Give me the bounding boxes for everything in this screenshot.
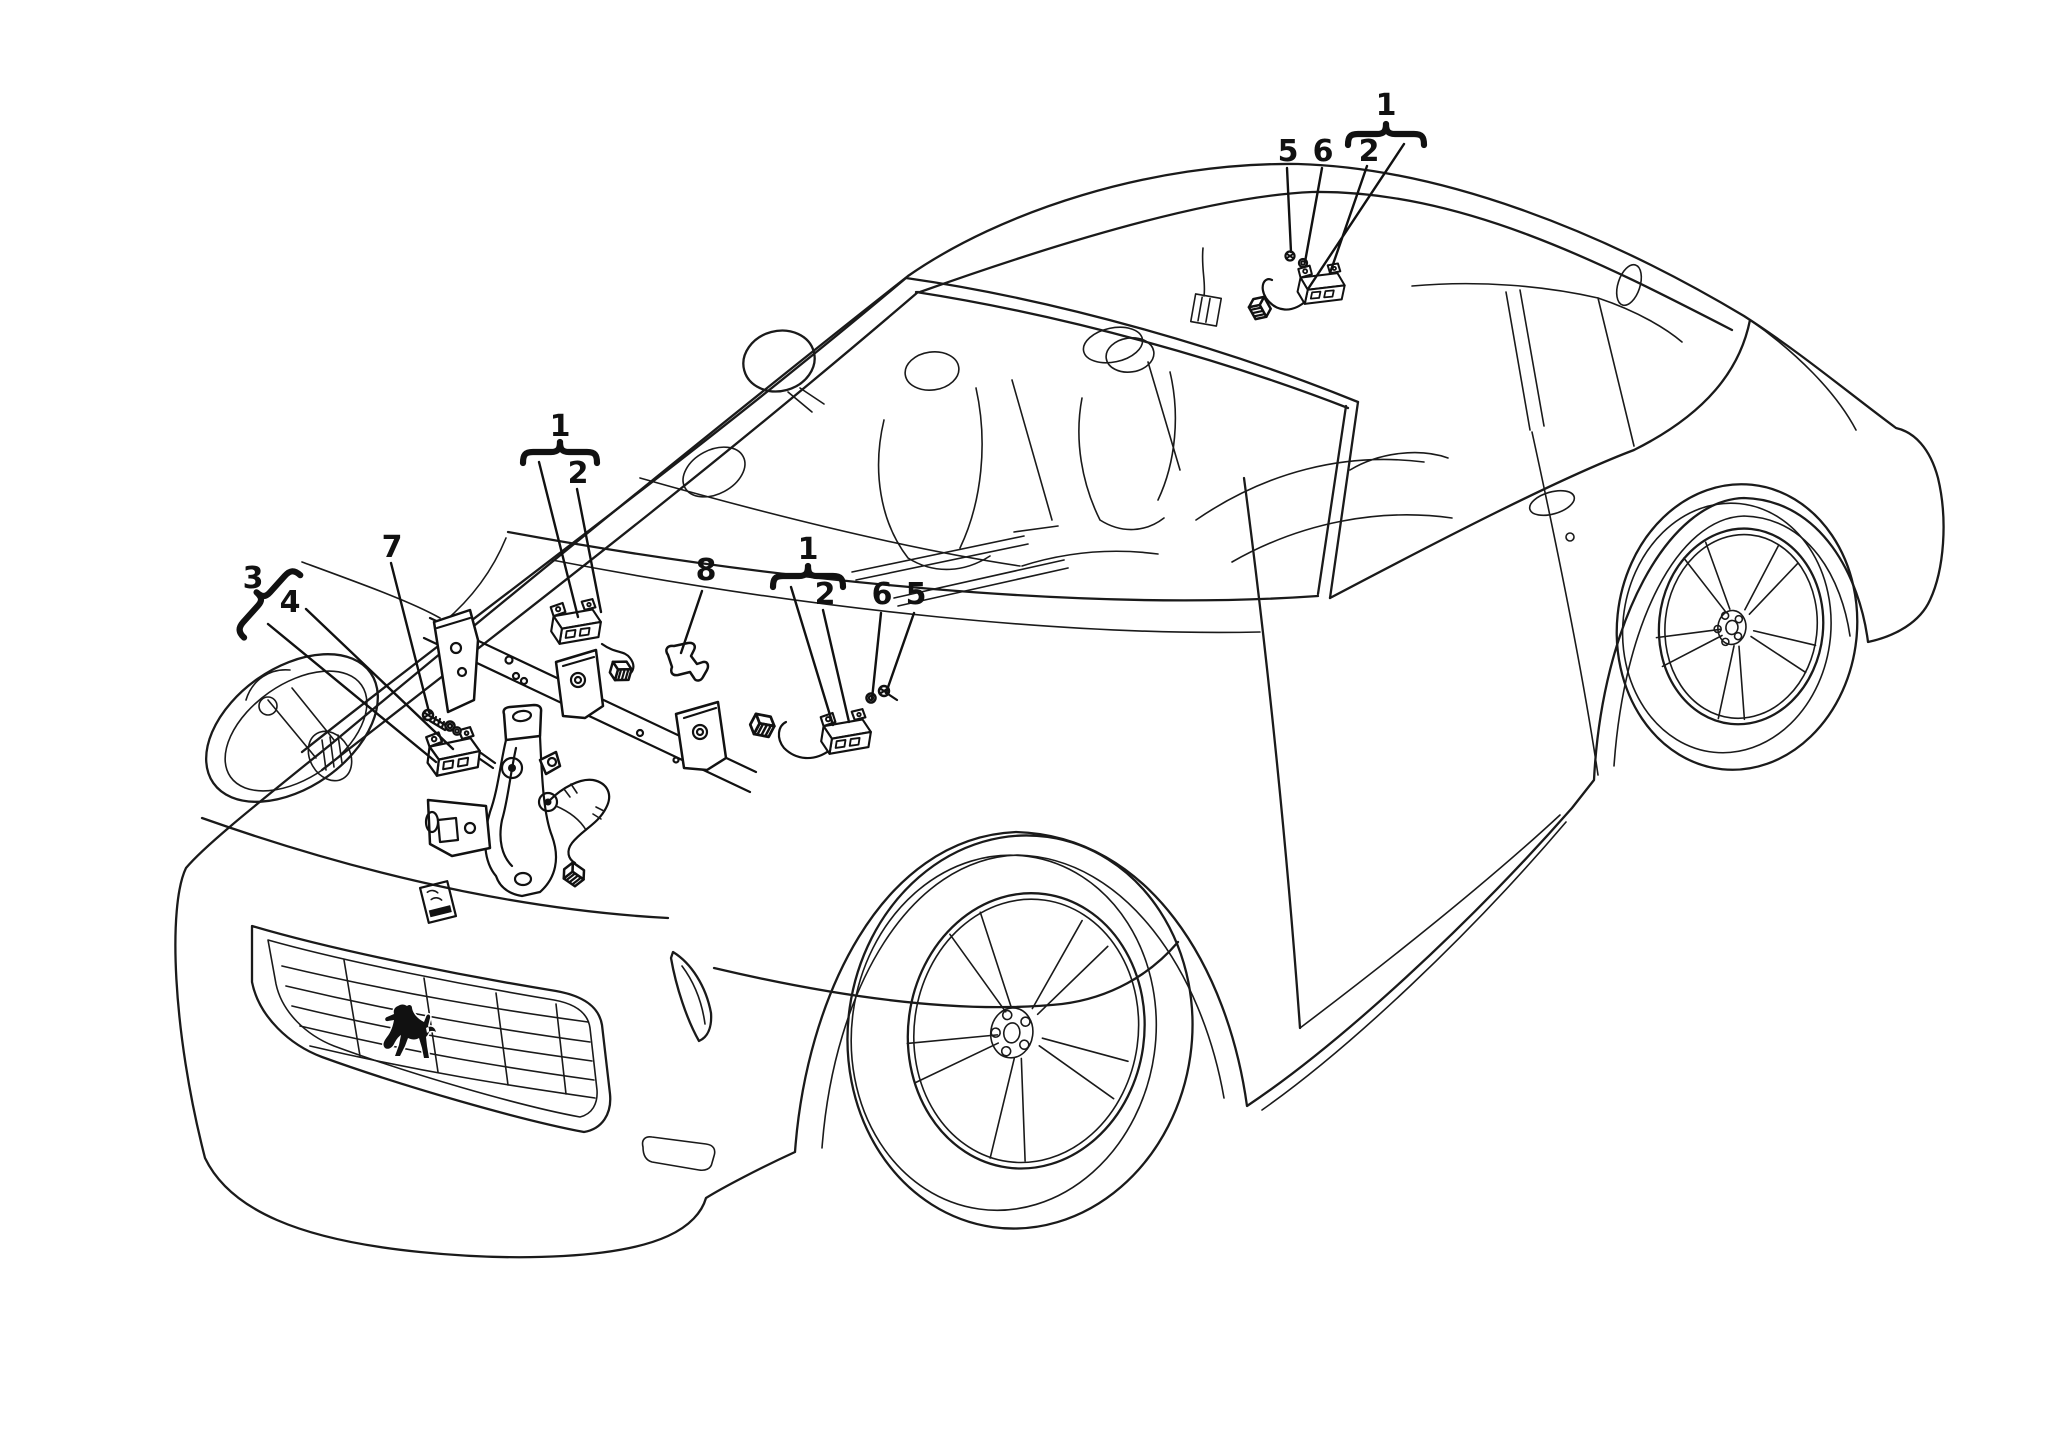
lower-control-arm bbox=[424, 798, 492, 858]
callout-label: 6 bbox=[1313, 134, 1334, 169]
fog-vent bbox=[641, 1136, 716, 1172]
crossmember-tab-left bbox=[554, 648, 605, 720]
callout-label: 4 bbox=[280, 585, 301, 620]
rail-sensor-assembly bbox=[544, 591, 710, 685]
body-silhouette bbox=[174, 162, 1945, 1259]
brace-roof bbox=[1344, 120, 1428, 149]
rocker-line bbox=[1261, 821, 1567, 1111]
callout-bay-group: 3 4 7 bbox=[236, 530, 403, 641]
suspension-upright bbox=[418, 703, 587, 924]
brace-rail bbox=[519, 438, 601, 467]
beltline bbox=[1328, 318, 1752, 600]
leader-lines bbox=[266, 142, 1406, 764]
front-fascia bbox=[200, 537, 1180, 1172]
rear-door-cut bbox=[1531, 431, 1599, 776]
door-handle bbox=[1528, 489, 1576, 517]
left-side-mirror bbox=[742, 329, 825, 413]
rail-sensor-connector bbox=[606, 656, 635, 685]
cowl-sensor-assembly bbox=[745, 684, 899, 761]
rear-arch-lip bbox=[1613, 515, 1851, 767]
hood-shutline bbox=[320, 290, 920, 772]
steering-wheel bbox=[682, 446, 746, 498]
crossmember-tab-right bbox=[674, 700, 728, 772]
crossmember-bracket bbox=[432, 608, 480, 714]
b-pillar bbox=[1505, 289, 1545, 431]
right-a-pillar bbox=[1316, 400, 1360, 600]
passenger-seat bbox=[1078, 337, 1177, 531]
far-window-frame bbox=[1411, 282, 1683, 447]
center-console bbox=[1021, 550, 1159, 567]
callout-roof-group: 1 5 6 2 bbox=[1278, 88, 1428, 169]
callout-rail-group: 1 2 8 bbox=[519, 409, 717, 588]
interior-mirror bbox=[1189, 247, 1223, 327]
bay-sensor-cable bbox=[548, 778, 611, 865]
callout-label: 6 bbox=[872, 577, 893, 612]
grille bbox=[250, 924, 612, 1134]
callout-label: 5 bbox=[906, 577, 927, 612]
roof-drip-rail bbox=[918, 190, 1734, 332]
cowl-sensor-cable bbox=[777, 720, 832, 760]
callout-label: 5 bbox=[1278, 134, 1299, 169]
callout-cowl-group: 1 2 6 5 bbox=[769, 532, 927, 612]
grille-slats bbox=[281, 965, 596, 1099]
front-arch-lip bbox=[821, 854, 1225, 1149]
deck-line bbox=[1749, 319, 1857, 431]
callout-label: 7 bbox=[382, 530, 403, 565]
headlight-right bbox=[669, 950, 713, 1043]
bumper-crease bbox=[200, 816, 1180, 1009]
callout-label: 2 bbox=[568, 456, 589, 491]
callout-label: 2 bbox=[815, 577, 836, 612]
bay-screw-bolt bbox=[421, 708, 462, 736]
roof-sensor-assembly bbox=[1246, 250, 1350, 322]
roof-screw bbox=[1284, 250, 1296, 262]
driver-seat bbox=[877, 351, 991, 571]
bay-sensor-assembly bbox=[420, 708, 611, 890]
rear-wheel bbox=[1615, 483, 1859, 771]
cowl-line bbox=[506, 530, 1320, 602]
headlight-left bbox=[205, 653, 379, 803]
callout-label: 1 bbox=[1376, 88, 1397, 123]
grille-bars bbox=[343, 959, 567, 1095]
rear-bench bbox=[1195, 451, 1453, 563]
callout-label: 1 bbox=[550, 409, 571, 444]
callout-label: 2 bbox=[1359, 134, 1380, 169]
callout-label: 1 bbox=[798, 532, 819, 567]
prancing-horse-badge bbox=[382, 1003, 439, 1060]
callout-label: 3 bbox=[243, 561, 264, 596]
cowl-sensor-connector bbox=[745, 708, 779, 743]
windshield-header bbox=[904, 276, 1360, 410]
spec-label-plate bbox=[418, 880, 458, 924]
brace-bay bbox=[236, 568, 304, 641]
door-keyhole bbox=[1565, 532, 1575, 542]
quarter-vent bbox=[1615, 263, 1643, 307]
door-seam bbox=[1242, 476, 1302, 1030]
callout-label: 8 bbox=[696, 553, 717, 588]
car-body bbox=[174, 162, 1945, 1259]
wipers bbox=[851, 525, 1069, 607]
front-crossmember bbox=[422, 608, 758, 794]
front-wheel bbox=[846, 834, 1194, 1230]
front-wheel-spokes bbox=[906, 911, 1129, 1162]
bay-sensor-connector bbox=[558, 858, 590, 890]
plenum-line bbox=[551, 559, 1261, 634]
brace-cowl bbox=[769, 562, 847, 591]
cable-clip bbox=[665, 641, 710, 682]
door-bottom-line bbox=[1299, 814, 1561, 1029]
cabin-interior bbox=[639, 247, 1453, 607]
bay-sensor-rod bbox=[478, 751, 497, 770]
seat-belts bbox=[1011, 361, 1181, 521]
rear-wheel-spokes bbox=[1655, 541, 1817, 721]
cowl-sensor-box bbox=[814, 701, 876, 761]
